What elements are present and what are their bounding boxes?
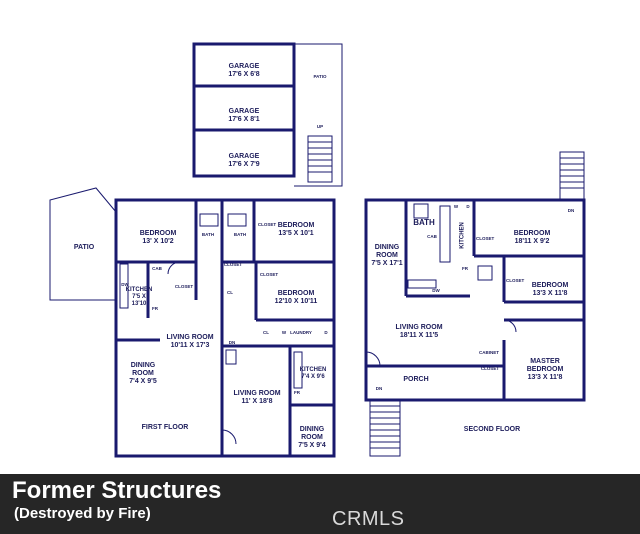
ff-dn-label: DN bbox=[228, 340, 236, 345]
first-floor-title: FIRST FLOOR bbox=[141, 424, 189, 431]
ff-w-label: W bbox=[281, 330, 287, 335]
fireplace-fixture bbox=[225, 349, 237, 365]
door-swing bbox=[365, 351, 381, 367]
sf-dn-label: DN bbox=[375, 386, 383, 391]
kitchen-counter bbox=[119, 263, 129, 309]
sf-fr-label: FR bbox=[462, 266, 468, 271]
sf-porch-label: PORCH bbox=[403, 376, 429, 383]
kitchen-counter bbox=[293, 351, 303, 389]
patio-left-label: PATIO bbox=[73, 244, 95, 251]
sink-fixture bbox=[227, 213, 247, 227]
caption-banner bbox=[0, 474, 640, 534]
sink-fixture bbox=[477, 265, 493, 281]
patio-outline bbox=[49, 187, 117, 301]
ff-cl-label: CL bbox=[263, 330, 269, 335]
sf-cab-label: CAB bbox=[427, 234, 437, 239]
garage-patio-outline bbox=[294, 43, 343, 187]
sf-closet-label: CLOSET bbox=[476, 236, 495, 241]
sf-closet-label: CLOSET bbox=[506, 278, 525, 283]
second-floor-title: SECOND FLOOR bbox=[463, 426, 521, 433]
ff-fr-label: FR bbox=[152, 306, 158, 311]
caption-title: Former Structures bbox=[12, 477, 222, 504]
sf-dw-label: DW bbox=[432, 288, 440, 293]
first-floor-outline bbox=[114, 198, 336, 458]
kitchen-counter bbox=[439, 205, 451, 263]
door-swing bbox=[221, 429, 237, 445]
sink-fixture bbox=[199, 213, 219, 227]
ff-closet-label: CLOSET bbox=[257, 222, 277, 227]
ff-laundry-label: LAUNDRY bbox=[290, 330, 312, 335]
watermark: CRMLS bbox=[332, 508, 405, 530]
garage-outline bbox=[192, 42, 296, 178]
stairs-second-floor bbox=[559, 151, 585, 201]
sf-closet-label: CLOSET bbox=[480, 366, 500, 371]
sf-w-label: W bbox=[453, 204, 459, 209]
sf-dn-label: DN bbox=[567, 208, 575, 213]
door-swing bbox=[503, 319, 517, 333]
up-label: UP bbox=[316, 124, 324, 129]
ff-fr-label: FR bbox=[294, 390, 300, 395]
caption-subtitle: (Destroyed by Fire) bbox=[14, 505, 151, 522]
ff-closet-label: CLOSET bbox=[174, 284, 194, 289]
floor-plan-drawing bbox=[49, 42, 586, 458]
ff-closet-label: CLOSET bbox=[223, 262, 243, 267]
patio-top-label: PATIO bbox=[313, 74, 327, 79]
tub-fixture bbox=[413, 203, 429, 219]
ff-d-label: D bbox=[324, 330, 328, 335]
sf-d-label: D bbox=[466, 204, 470, 209]
ff-closet-label: CLOSET bbox=[259, 272, 279, 277]
kitchen-counter bbox=[407, 279, 437, 289]
ff-bath-a-label: BATH bbox=[201, 232, 215, 237]
ff-cl-label: CL bbox=[227, 290, 233, 295]
stairs-garage bbox=[307, 135, 333, 183]
ff-dw-label: DW bbox=[121, 282, 129, 287]
ff-bath-b-label: BATH bbox=[233, 232, 247, 237]
door-swing bbox=[167, 261, 181, 275]
stairs-porch bbox=[369, 399, 401, 457]
sf-bath-label: BATH bbox=[413, 218, 435, 227]
ff-cab-label: CAB bbox=[152, 266, 162, 271]
sf-kitchen-label: KITCHEN bbox=[459, 222, 466, 249]
sf-cabinet-label: CABINET bbox=[479, 350, 499, 355]
